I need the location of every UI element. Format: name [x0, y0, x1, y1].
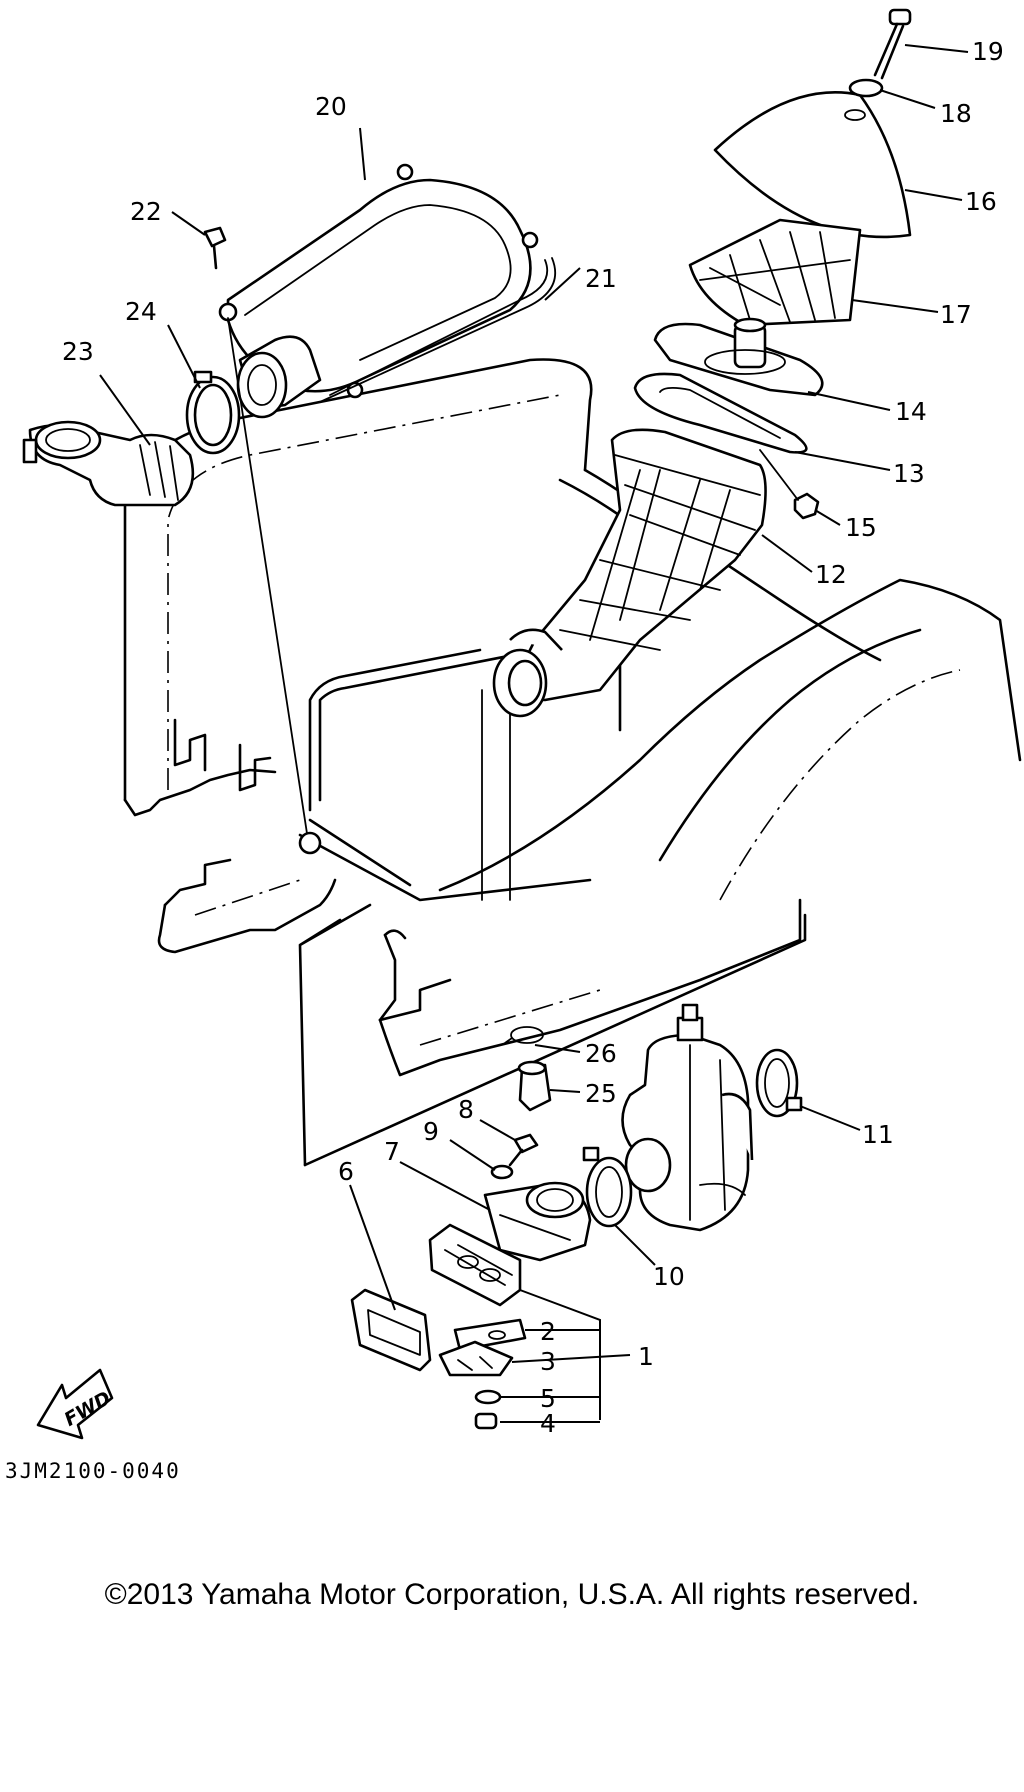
callout-13: 13 [893, 459, 925, 488]
fuel-fitting-25 [517, 1060, 552, 1112]
fwd-arrow: FWD [36, 1368, 115, 1440]
callout-10: 10 [653, 1262, 685, 1291]
bolt-guide-line [227, 317, 309, 841]
gasket-13 [633, 372, 808, 454]
bolt-22 [203, 226, 227, 270]
callout-16: 16 [965, 187, 997, 216]
callout-23: 23 [62, 337, 94, 366]
screw-4 [474, 1412, 498, 1430]
callout-20: 20 [315, 92, 347, 121]
callout-2: 2 [540, 1317, 556, 1346]
callout-26: 26 [585, 1039, 617, 1068]
callout-5: 5 [540, 1384, 556, 1413]
callout-18: 18 [940, 99, 972, 128]
manifold-7 [483, 1181, 592, 1262]
washer-5 [474, 1389, 502, 1405]
callout-25: 25 [585, 1079, 617, 1108]
diagram-code: 3JM2100-0040 [5, 1459, 181, 1483]
callout-11: 11 [862, 1120, 894, 1149]
callout-4: 4 [540, 1409, 556, 1438]
detail-box-outline [298, 903, 372, 1167]
clip-26 [504, 1026, 544, 1044]
carburetor [621, 1003, 754, 1232]
bolt-8 [508, 1133, 539, 1167]
callout-1: 1 [638, 1342, 654, 1371]
callout-6: 6 [338, 1157, 354, 1186]
bolt-19 [873, 8, 912, 80]
washer-18 [848, 78, 884, 98]
intake-boot-23 [22, 420, 195, 507]
flame-arrester-cap [713, 91, 912, 239]
copyright-notice: ©2013 Yamaha Motor Corporation, U.S.A. A… [104, 1578, 920, 1611]
callout-21: 21 [585, 264, 617, 293]
callout-24: 24 [125, 297, 157, 326]
hose-clamp-24 [185, 370, 241, 455]
callout-22: 22 [130, 197, 162, 226]
air-box-gasket [319, 257, 557, 403]
callout-12: 12 [815, 560, 847, 589]
mount-boss [298, 831, 322, 855]
callout-7: 7 [384, 1137, 400, 1166]
clamp-10 [582, 1146, 633, 1228]
callout-8: 8 [458, 1095, 474, 1124]
air-box-inlet-duct [236, 335, 322, 419]
detail-box-outline-right [303, 913, 807, 1167]
nut-15 [759, 449, 820, 520]
hull-deck-outline [123, 358, 1022, 1077]
leader-lines [99, 44, 969, 1423]
spring-washer-9 [490, 1164, 514, 1180]
callout-3: 3 [540, 1347, 556, 1376]
gasket-6 [350, 1288, 432, 1372]
callout-19: 19 [972, 37, 1004, 66]
callout-labels: 19 18 16 17 14 13 15 12 20 21 22 24 23 2… [62, 37, 1004, 1438]
intake-duct-12 [492, 428, 767, 718]
reed-petal-3 [438, 1340, 514, 1377]
callout-9: 9 [423, 1117, 439, 1146]
callout-14: 14 [895, 397, 927, 426]
flame-arrester-plate-14 [653, 317, 824, 397]
flame-arrester-17 [688, 218, 862, 327]
clamp-11 [755, 1048, 803, 1118]
callout-17: 17 [940, 300, 972, 329]
callout-15: 15 [845, 513, 877, 542]
